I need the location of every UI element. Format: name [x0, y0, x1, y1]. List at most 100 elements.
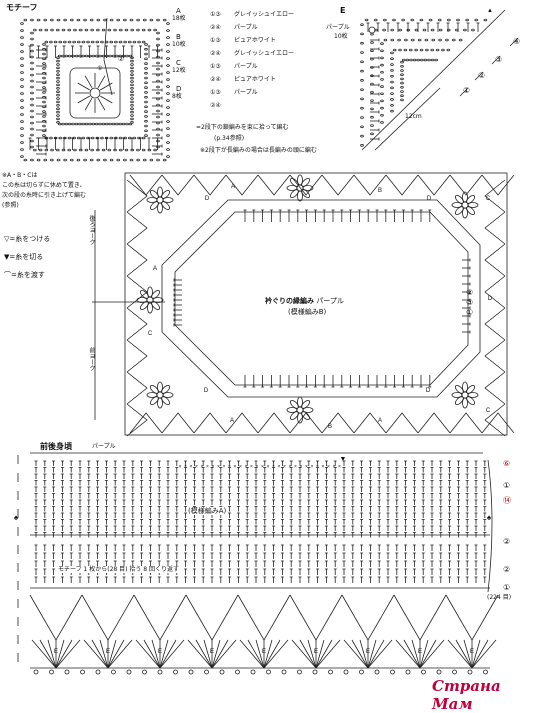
fan-spoke [31, 639, 57, 669]
cross-stitch: × [190, 464, 193, 470]
chain-stitch [438, 38, 442, 42]
chain-stitch [156, 158, 160, 162]
motif-letter: A [378, 418, 382, 424]
fan-spoke [83, 639, 109, 669]
diagonal-chain [126, 403, 148, 437]
fan-spoke [247, 639, 265, 669]
chain-stitch [380, 106, 384, 110]
chain-stitch [69, 18, 74, 22]
chain-stitch [360, 32, 364, 36]
chain-stitch [166, 113, 170, 116]
picot [343, 669, 349, 675]
chain-stitch [56, 73, 60, 76]
chain-stitch [144, 124, 148, 128]
chain-stitch [424, 38, 429, 42]
fan-spoke [359, 639, 369, 669]
motif-chart: ①② [20, 17, 170, 162]
yoke-outline [124, 172, 508, 436]
chain-stitch [103, 18, 107, 22]
flower-center [461, 201, 469, 209]
chain-stitch [383, 38, 388, 42]
chain-stitch [419, 58, 424, 62]
legend-abc-note: ※A・B・Cは [2, 172, 38, 179]
chain-stitch [360, 60, 364, 64]
chain-stitch [360, 106, 364, 110]
chain-stitch [20, 36, 24, 39]
chain-stitch [144, 100, 148, 104]
chain-stitch [108, 122, 112, 126]
chain-stitch [30, 97, 34, 101]
motif-letter: E [314, 649, 318, 655]
chain-stitch [30, 91, 34, 95]
chain-stitch [125, 122, 129, 126]
chain-stitch [142, 18, 147, 22]
note-treble: ※2段下が長編みの場合は長編みの頭に編む [200, 147, 317, 154]
chain-stitch [458, 38, 463, 42]
fan-spoke [307, 639, 317, 669]
chain-stitch [38, 148, 43, 152]
cross-stitch: × [338, 464, 341, 470]
chain-stitch [382, 28, 386, 32]
chain-stitch [430, 28, 435, 32]
chain-stitch [166, 29, 170, 32]
fan-spoke [411, 639, 421, 669]
chain-stitch [67, 148, 72, 152]
chain-stitch [364, 18, 369, 22]
chain-stitch [20, 22, 24, 25]
diagonal-chain [385, 412, 419, 434]
chain-stitch [89, 18, 94, 22]
chain-stitch [30, 109, 34, 113]
chain-stitch [373, 18, 378, 22]
chain-stitch [400, 90, 404, 93]
chain-stitch [74, 122, 79, 126]
picot [157, 669, 163, 675]
fan-spoke [299, 639, 317, 669]
chain-stitch [81, 122, 86, 126]
diagonal-chain [481, 412, 515, 434]
chain-stitch [136, 28, 140, 32]
chain-stitch [78, 122, 82, 126]
fan-spoke [107, 639, 125, 669]
piece-count: 18枚 [172, 15, 186, 22]
chain-stitch [390, 69, 394, 72]
motif-letter: B [378, 188, 382, 194]
note-pickup: =2段下の鎖編みを束に拾って編む [196, 124, 289, 131]
cross-stitch: × [179, 464, 182, 470]
chain-stitch [380, 42, 384, 45]
chain-stitch [42, 52, 46, 56]
diagonal-chain [321, 174, 355, 196]
chain-stitch [30, 49, 34, 53]
fan-spoke [263, 639, 273, 669]
row-bracket [487, 459, 493, 593]
chain-stitch [81, 54, 86, 58]
diagonal-chain [484, 307, 506, 341]
diagonal-chain [321, 412, 355, 434]
yarn-color: グレイッシュイエロー [234, 11, 294, 18]
diagonal-chain [353, 174, 387, 196]
chain-stitch [111, 54, 116, 58]
stitch-mark [84, 75, 93, 89]
chain-stitch [144, 57, 148, 61]
fan-chain [393, 594, 447, 641]
yarn-color: パープル [234, 89, 258, 96]
motif-e-round-1: ① [463, 86, 471, 95]
chain-stitch [390, 51, 394, 55]
chain-stitch [30, 67, 34, 71]
fan-chain [185, 594, 239, 641]
chain-stitch [84, 122, 89, 126]
chain-stitch [61, 122, 65, 126]
chain-stitch [149, 18, 154, 22]
chain-stitch [360, 69, 364, 73]
chain-stitch [20, 43, 24, 46]
piece-count: 10枚 [172, 41, 186, 48]
chain-stitch [101, 54, 106, 58]
chain-stitch [380, 49, 384, 53]
round-numbers: ②④ [210, 50, 221, 57]
chain-stitch [130, 100, 134, 104]
chain-stitch [380, 56, 384, 60]
chain-stitch [23, 158, 28, 162]
chain-stitch [115, 122, 119, 126]
fan-chain [341, 594, 395, 641]
